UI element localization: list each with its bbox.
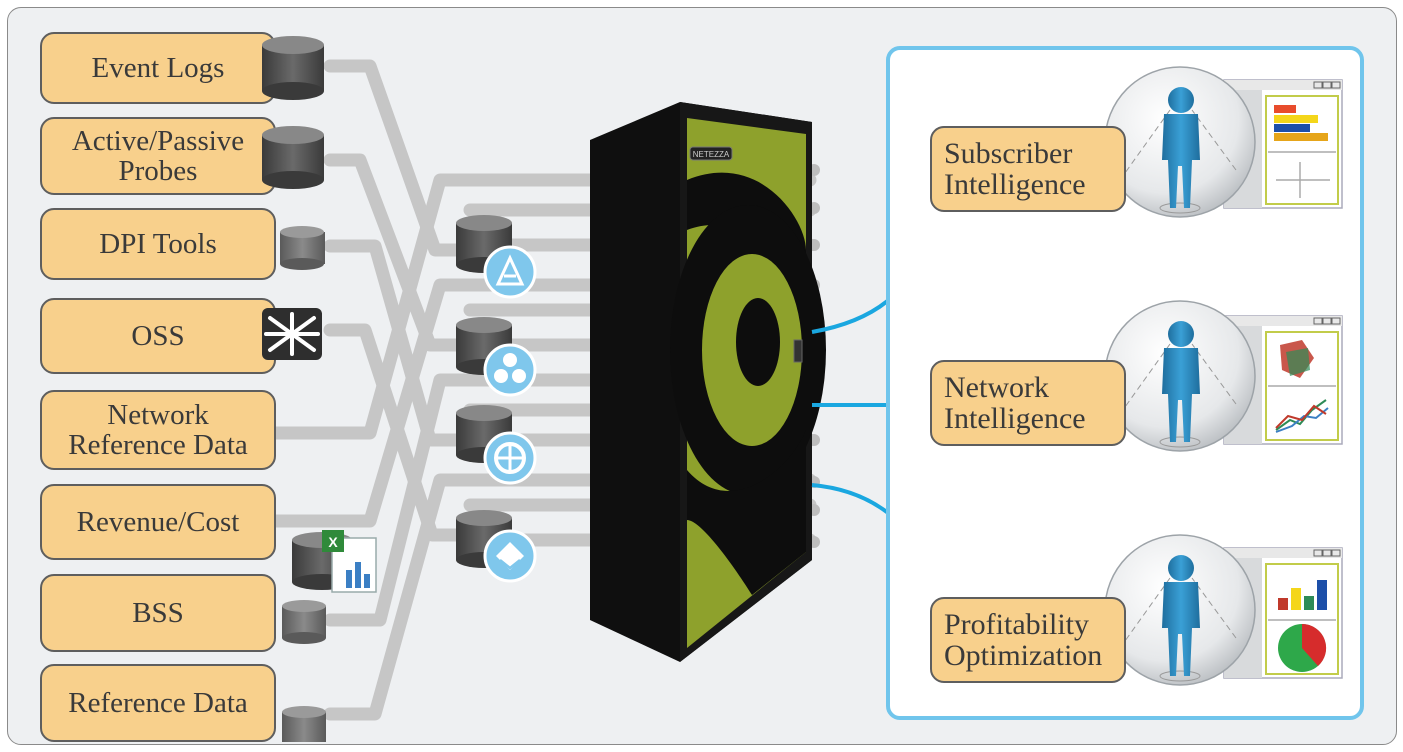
appliance-cabinet: NETEZZA xyxy=(590,102,826,662)
source-event-logs: Event Logs xyxy=(40,32,276,104)
output-subscriber-intelligence: Subscriber Intelligence xyxy=(930,126,1126,212)
source-bss: BSS xyxy=(40,574,276,652)
source-revenue-cost: Revenue/Cost xyxy=(40,484,276,560)
source-dpi-tools: DPI Tools xyxy=(40,208,276,280)
line-event-logs xyxy=(323,59,477,257)
analytics-badge-icon xyxy=(483,431,537,485)
line-dpi xyxy=(323,239,477,447)
database-icon xyxy=(456,215,512,273)
analytics-badge-icon xyxy=(483,245,537,299)
analytics-badge-icon xyxy=(483,529,537,583)
line-probes xyxy=(323,153,477,352)
person-icon xyxy=(1104,534,1256,686)
database-icon xyxy=(282,706,326,742)
database-icon xyxy=(262,36,324,100)
spreadsheet-icon: X xyxy=(322,530,377,593)
svg-text:X: X xyxy=(328,534,338,550)
database-icon xyxy=(262,126,324,189)
database-icon xyxy=(282,600,326,644)
source-reference-data: Reference Data xyxy=(40,664,276,742)
person-icon xyxy=(1104,300,1256,452)
database-icon xyxy=(280,226,325,270)
output-network-intelligence: Network Intelligence xyxy=(930,360,1126,446)
analytics-badge-icon xyxy=(483,343,537,397)
person-icon xyxy=(1104,66,1256,218)
source-oss: OSS xyxy=(40,298,276,374)
source-network-reference-data: Network Reference Data xyxy=(40,390,276,470)
network-switch-icon xyxy=(262,308,322,360)
output-profitability-optimization: Profitability Optimization xyxy=(930,597,1126,683)
source-probes: Active/Passive Probes xyxy=(40,117,276,195)
brand-label: NETEZZA xyxy=(693,150,730,159)
